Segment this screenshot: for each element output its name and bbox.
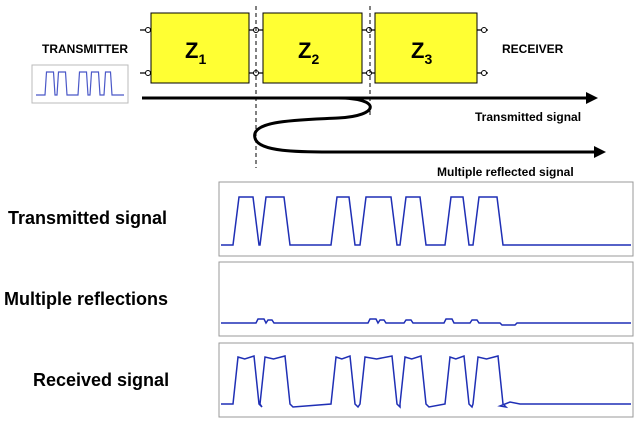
waveform-transmitted [221, 196, 631, 246]
impedance-block-z2 [262, 12, 363, 84]
block-z2-label: Z2 [298, 38, 319, 67]
receiver-label: RECEIVER [502, 42, 564, 56]
circuit-diagram: Z1 Z2 Z3 TRANSMITTER RECEIVER [31, 6, 606, 179]
waveform-panels: Transmitted signal Multiple reflections … [4, 181, 634, 418]
impedance-block-z3 [374, 12, 478, 84]
transmitted-signal-label: Transmitted signal [475, 110, 581, 124]
block-z1-label: Z1 [185, 38, 206, 67]
transmitter-waveform-thumbnail [31, 64, 129, 104]
panel-label-received: Received signal [33, 370, 169, 390]
transmitted-signal-arrow [142, 92, 598, 104]
reflected-signal-label: Multiple reflected signal [437, 165, 574, 179]
impedance-block-z1 [150, 12, 250, 84]
panel-label-reflections: Multiple reflections [4, 289, 168, 309]
panel-label-transmitted: Transmitted signal [8, 208, 167, 228]
waveform-reflections [221, 318, 631, 326]
panel-received [218, 342, 634, 418]
terminal-nodes [145, 27, 487, 76]
transmitter-label: TRANSMITTER [42, 42, 128, 56]
reflected-signal-arrow [253, 96, 606, 158]
waveform-received [221, 354, 631, 409]
block-z3-label: Z3 [411, 38, 432, 67]
panel-reflections [218, 261, 634, 337]
